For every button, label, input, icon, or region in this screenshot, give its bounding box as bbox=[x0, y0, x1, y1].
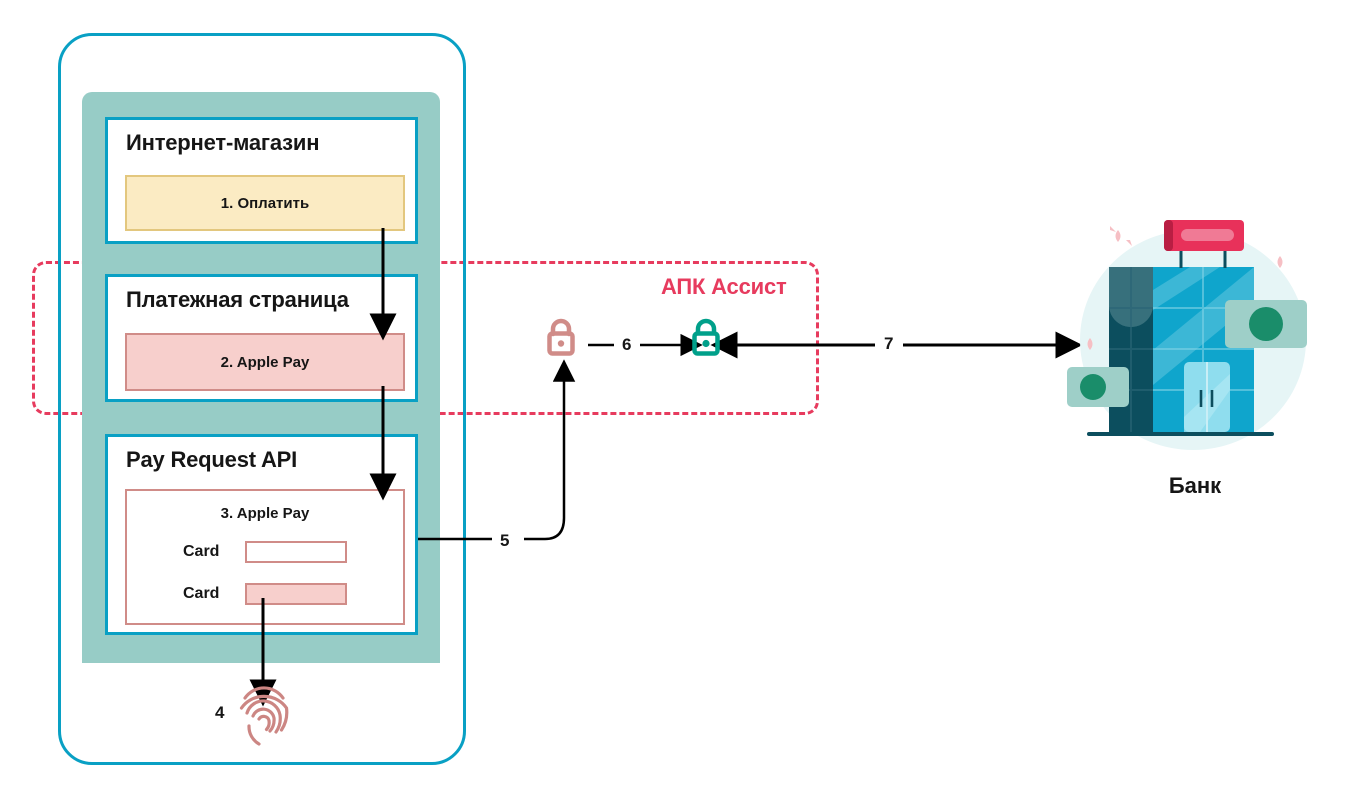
apk-assist-label: АПК Ассист bbox=[661, 274, 787, 299]
pay-button[interactable]: 1. Оплатить bbox=[125, 175, 405, 231]
bank-building-icon bbox=[1067, 220, 1307, 450]
bank-caption: Банк bbox=[1168, 473, 1222, 498]
apple-pay-form-title: 3. Apple Pay bbox=[220, 505, 310, 522]
phone-outline bbox=[58, 33, 466, 765]
card-input-1[interactable] bbox=[245, 541, 347, 563]
card-payment-page-title: Платежная страница bbox=[126, 287, 349, 312]
step-label-4: 4 bbox=[215, 703, 225, 722]
card-online-shop-title: Интернет-магазин bbox=[126, 130, 320, 155]
card-field-row-2: Card bbox=[183, 583, 347, 605]
card-input-2[interactable] bbox=[245, 583, 347, 605]
step-label-6: 6 bbox=[622, 335, 632, 354]
card-online-shop: Интернет-магазин 1. Оплатить bbox=[105, 117, 418, 244]
step-label-7: 7 bbox=[884, 334, 894, 353]
card-field-row-1: Card bbox=[183, 541, 347, 563]
step-label-5: 5 bbox=[500, 531, 510, 550]
card-field-label-1: Card bbox=[183, 543, 220, 560]
card-pay-request-api-title: Pay Request API bbox=[126, 447, 298, 472]
apple-pay-form: 3. Apple Pay Card Card bbox=[125, 489, 405, 625]
card-payment-page: Платежная страница 2. Apple Pay bbox=[105, 274, 418, 402]
apple-pay-button[interactable]: 2. Apple Pay bbox=[125, 333, 405, 391]
card-pay-request-api: Pay Request API 3. Apple Pay Card Card bbox=[105, 434, 418, 635]
card-field-label-2: Card bbox=[183, 585, 220, 602]
